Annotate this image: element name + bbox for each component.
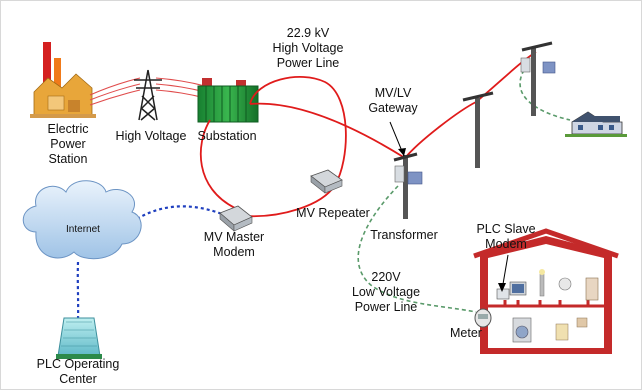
gateway-label: MV/LV Gateway: [360, 86, 426, 116]
gateway-label-line1: MV/LV: [374, 86, 412, 100]
substation-icon: [197, 78, 259, 123]
substation-label: Substation: [197, 129, 257, 143]
mv-master-modem-icon: [219, 205, 253, 232]
hv-line-label: 22.9 kV High Voltage Power Line: [262, 26, 354, 71]
hv-line-label-line2: High Voltage: [272, 41, 344, 55]
hv-tower-icon: [134, 69, 162, 121]
plc-operating-center-icon: [56, 317, 102, 359]
mv-repeater-label: MV Repeater: [296, 206, 370, 220]
utility-pole-icon: [462, 91, 494, 168]
gateway-pointer: [389, 121, 406, 157]
meter-label: Meter: [450, 326, 482, 340]
mv-repeater-icon: [310, 169, 343, 194]
power-station-label-line3: Station: [48, 152, 88, 166]
hv-wires: [89, 77, 206, 106]
plc-slave-modem-label-line1: PLC Slave: [476, 222, 536, 236]
power-station-label-line1: Electric: [47, 122, 89, 136]
internet-cloud: [22, 180, 142, 260]
customer-home-icon: [473, 228, 619, 354]
mv-master-modem-label-line1: MV Master: [203, 230, 265, 244]
hv-line-label-line3: Power Line: [276, 56, 340, 70]
lv-line-label-line3: Power Line: [354, 300, 418, 314]
hv-line-label-line1: 22.9 kV: [286, 26, 330, 40]
utility-pole-top-icon: [520, 41, 556, 116]
plc-slave-modem-label-line2: Modem: [485, 237, 527, 251]
transformer-pole-icon: [393, 152, 423, 219]
plc-slave-modem-label: PLC Slave Modem: [466, 222, 546, 252]
lv-line-label: 220V Low Voltage Power Line: [340, 270, 432, 315]
data-links: [74, 205, 223, 339]
transformer-label: Transformer: [370, 228, 438, 242]
lv-line-label-line1: 220V: [371, 270, 401, 284]
slave-modem-pointer: [498, 254, 509, 292]
hv-tower-label: High Voltage: [115, 129, 187, 143]
lv-line-label-line2: Low Voltage: [351, 285, 421, 299]
plc-operating-center-label: PLC Operating Center: [24, 357, 132, 387]
gateway-label-line2: Gateway: [368, 101, 418, 115]
mv-master-modem-label: MV Master Modem: [192, 230, 276, 260]
power-station-label-line2: Power: [50, 137, 86, 151]
plc-operating-center-label-line1: PLC Operating: [36, 357, 120, 371]
lv-power-line: [357, 69, 571, 313]
house-icon: [565, 111, 627, 137]
plc-operating-center-label-line2: Center: [59, 372, 97, 386]
meter-icon: [474, 308, 492, 328]
internet-label: Internet: [66, 224, 100, 235]
power-station-label: Electric Power Station: [38, 122, 98, 167]
mv-master-modem-label-line2: Modem: [213, 245, 255, 259]
power-station-icon: [30, 42, 96, 118]
